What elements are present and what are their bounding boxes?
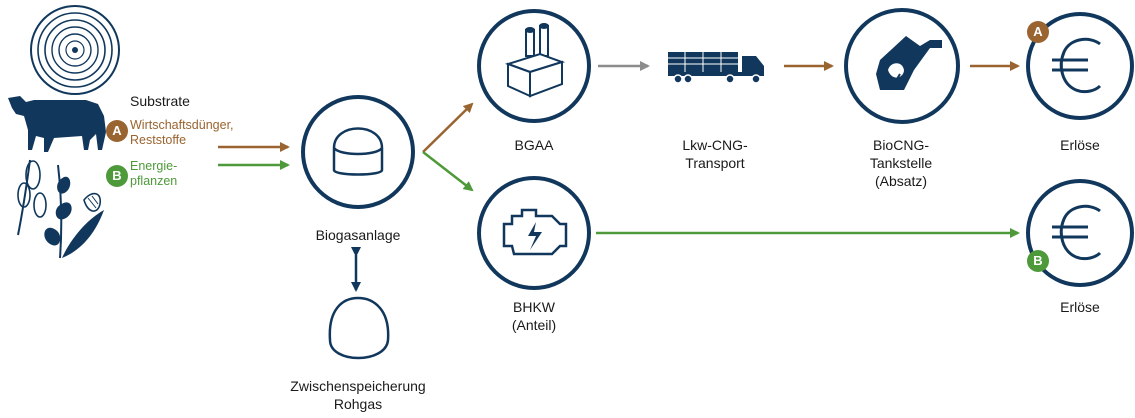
hay-bale-icon [30,5,120,95]
revenue-b-badge: B [1027,250,1049,272]
substrate-b-line1: Energie- [130,159,178,173]
gas-storage-node [328,296,390,360]
transport-label-line2: Transport [685,155,745,171]
transport-label-line1: Lkw-CNG- [682,137,748,153]
bgaa-node [477,9,591,123]
euro-icon [1052,37,1102,94]
bhkw-node [477,176,591,290]
bgaa-label: BGAA [514,137,554,153]
substrate-a-line2: Reststoffe [130,133,187,147]
station-label-line3: (Absatz) [874,173,928,189]
revenue-b-node [1026,179,1134,287]
energy-plants-icon [17,159,104,259]
storage-label-line2: Rohgas [333,396,383,412]
biogas-plant-node [301,95,415,209]
substrate-b-line2: pflanzen [130,174,178,188]
bhkw-label-line1: BHKW [513,299,555,315]
revenue-a-label: Erlöse [1060,137,1100,153]
bhkw-label-line2: (Anteil) [511,317,557,333]
station-label-line1: BioCNG- [872,137,929,153]
station-label-line2: Tankstelle [869,155,933,171]
badge-b: B [106,165,128,187]
substrate-a-line1: Wirtschaftsdünger, [130,118,234,132]
badge-a: A [106,120,128,142]
biogas-tank-icon [332,127,384,176]
engine-icon [502,208,568,256]
arrow-to-bgaa [422,102,474,153]
revenue-a-badge: A [1027,21,1049,43]
arrow-to-bhkw [422,151,474,192]
biogas-plant-label: Biogasanlage [315,227,401,243]
fuel-nozzle-icon [876,36,942,90]
revenue-b-label: Erlöse [1060,299,1100,315]
cng-truck-icon [668,52,764,84]
fuel-station-node [844,8,960,124]
storage-label-line1: Zwischenspeicherung [290,378,426,394]
substrate-title: Substrate [130,93,190,109]
factory-icon [504,23,566,98]
euro-icon [1052,204,1102,261]
cow-icon [8,96,106,152]
revenue-a-node [1026,12,1134,120]
